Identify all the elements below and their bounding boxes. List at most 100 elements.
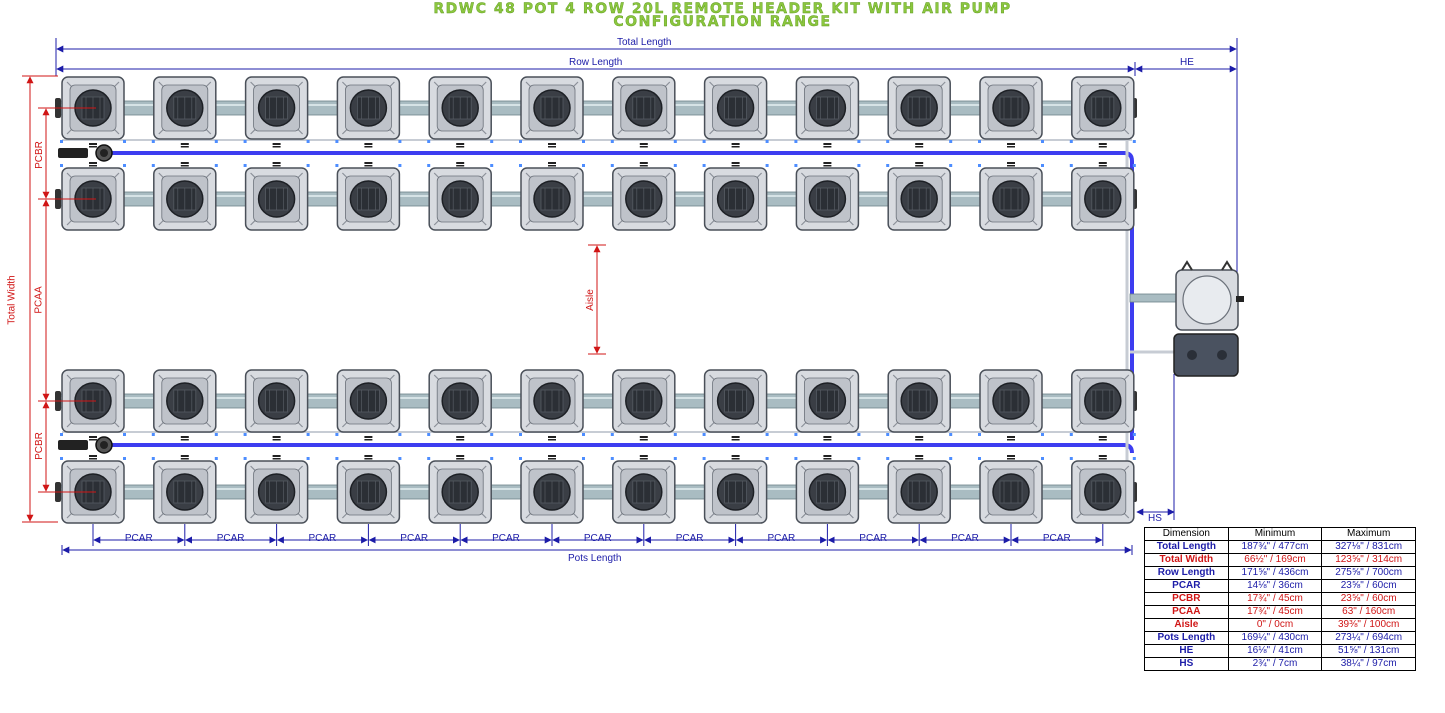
pot bbox=[886, 76, 953, 148]
pot-dot bbox=[1132, 433, 1136, 436]
row-pipe bbox=[59, 191, 1136, 207]
pot-dot bbox=[610, 140, 614, 143]
table-cell-min: 66½" / 169cm bbox=[1227, 553, 1323, 567]
pot-dot bbox=[490, 140, 494, 143]
pcar-label: PCAR bbox=[675, 533, 704, 544]
pot-clip bbox=[731, 436, 740, 438]
table-cell-max: 123⅝" / 314cm bbox=[1321, 553, 1416, 567]
pot bbox=[794, 455, 861, 524]
pot-basket-grid bbox=[1095, 390, 1111, 412]
pot-dot bbox=[243, 164, 247, 167]
pot-clip bbox=[1098, 143, 1107, 145]
pot bbox=[151, 162, 218, 231]
pot-clip bbox=[548, 162, 556, 164]
pcar-label: PCAR bbox=[492, 533, 520, 544]
pot-basket-grid bbox=[452, 481, 468, 503]
pot-dot bbox=[306, 164, 310, 167]
pot bbox=[335, 455, 402, 524]
pot-basket-grid bbox=[636, 97, 652, 119]
table-cell-max: 275⅝" / 700cm bbox=[1321, 566, 1416, 580]
pot-dot bbox=[702, 457, 706, 460]
pot-dot bbox=[519, 164, 522, 167]
pot-clip bbox=[1098, 458, 1107, 460]
pot-clip bbox=[272, 162, 281, 164]
pot-dot bbox=[857, 457, 861, 460]
pot-dot bbox=[519, 140, 522, 143]
pot-clip bbox=[89, 455, 97, 457]
table-cell-name: Row Length bbox=[1144, 566, 1229, 580]
pot-dot bbox=[123, 433, 126, 436]
pot-clip bbox=[180, 162, 189, 164]
pot-clip bbox=[639, 458, 648, 460]
pot bbox=[519, 162, 585, 231]
pot-clip bbox=[731, 455, 740, 457]
pot-clip bbox=[364, 165, 373, 167]
pot bbox=[243, 76, 310, 148]
pot-clip bbox=[823, 439, 832, 441]
pot-basket-grid bbox=[177, 390, 193, 412]
pot bbox=[427, 455, 494, 524]
pot-dot bbox=[1069, 433, 1073, 436]
pot bbox=[978, 162, 1044, 231]
pot-basket-grid bbox=[728, 188, 743, 210]
pot-basket-grid bbox=[544, 188, 560, 210]
pot-dot bbox=[949, 140, 953, 143]
pot-dot bbox=[582, 140, 585, 143]
pot-clip bbox=[639, 146, 648, 148]
pot bbox=[886, 455, 953, 524]
pot-dot bbox=[610, 457, 614, 460]
pcar-label: PCAR bbox=[1042, 533, 1071, 544]
pot-basket-grid bbox=[177, 97, 193, 119]
pot-dot bbox=[978, 433, 981, 436]
header-tank-lid bbox=[1182, 275, 1232, 325]
row-pipe bbox=[59, 484, 1136, 500]
pot-dot bbox=[857, 164, 861, 167]
pot-clip bbox=[180, 458, 189, 460]
pot-basket-grid bbox=[269, 188, 284, 210]
pot-clip bbox=[548, 436, 556, 438]
pot-dot bbox=[427, 433, 431, 436]
pot-dot bbox=[582, 164, 585, 167]
pot-clip bbox=[272, 439, 281, 441]
pcbr-label-top: PCBR bbox=[33, 141, 45, 169]
pot-dot bbox=[214, 457, 218, 460]
table-cell-max: 51⅝" / 131cm bbox=[1321, 644, 1416, 658]
pot-dot bbox=[306, 433, 310, 436]
air-pump-port bbox=[1187, 350, 1197, 360]
pot-dot bbox=[427, 140, 431, 143]
pot bbox=[60, 162, 126, 231]
pot bbox=[335, 369, 402, 441]
pot-clip bbox=[364, 455, 373, 457]
pot-dot bbox=[1041, 164, 1044, 167]
pot-basket-grid bbox=[1003, 390, 1019, 412]
table-cell-min: 0" / 0cm bbox=[1227, 618, 1323, 632]
table-cell-max: 327⅛" / 831cm bbox=[1321, 540, 1416, 554]
pot-dot bbox=[978, 164, 981, 167]
pot-clip bbox=[364, 146, 373, 148]
pot-dot bbox=[702, 140, 706, 143]
pot-clip bbox=[915, 436, 924, 438]
pot-basket-grid bbox=[177, 481, 193, 503]
table-cell-max: 39⅜" / 100cm bbox=[1321, 618, 1416, 632]
table-cell-name: PCAR bbox=[1144, 579, 1229, 593]
pot-dot bbox=[60, 140, 63, 143]
pot-clip bbox=[1098, 146, 1107, 148]
pot-basket-grid bbox=[269, 97, 284, 119]
pot-clip bbox=[272, 458, 281, 460]
table-cell-name: PCAA bbox=[1144, 605, 1229, 619]
pot bbox=[1069, 76, 1136, 148]
pot-clip bbox=[89, 458, 97, 460]
pot bbox=[610, 455, 677, 524]
pot-dot bbox=[243, 457, 247, 460]
pot bbox=[702, 455, 769, 524]
pot-basket-grid bbox=[1095, 481, 1111, 503]
table-cell-max: 63" / 160cm bbox=[1321, 605, 1416, 619]
pot bbox=[610, 369, 677, 441]
pot-dot bbox=[214, 140, 218, 143]
pot-clip bbox=[548, 143, 556, 145]
remote-header-unit bbox=[1173, 260, 1244, 377]
table-cell-min: 2¾" / 7cm bbox=[1227, 657, 1323, 671]
